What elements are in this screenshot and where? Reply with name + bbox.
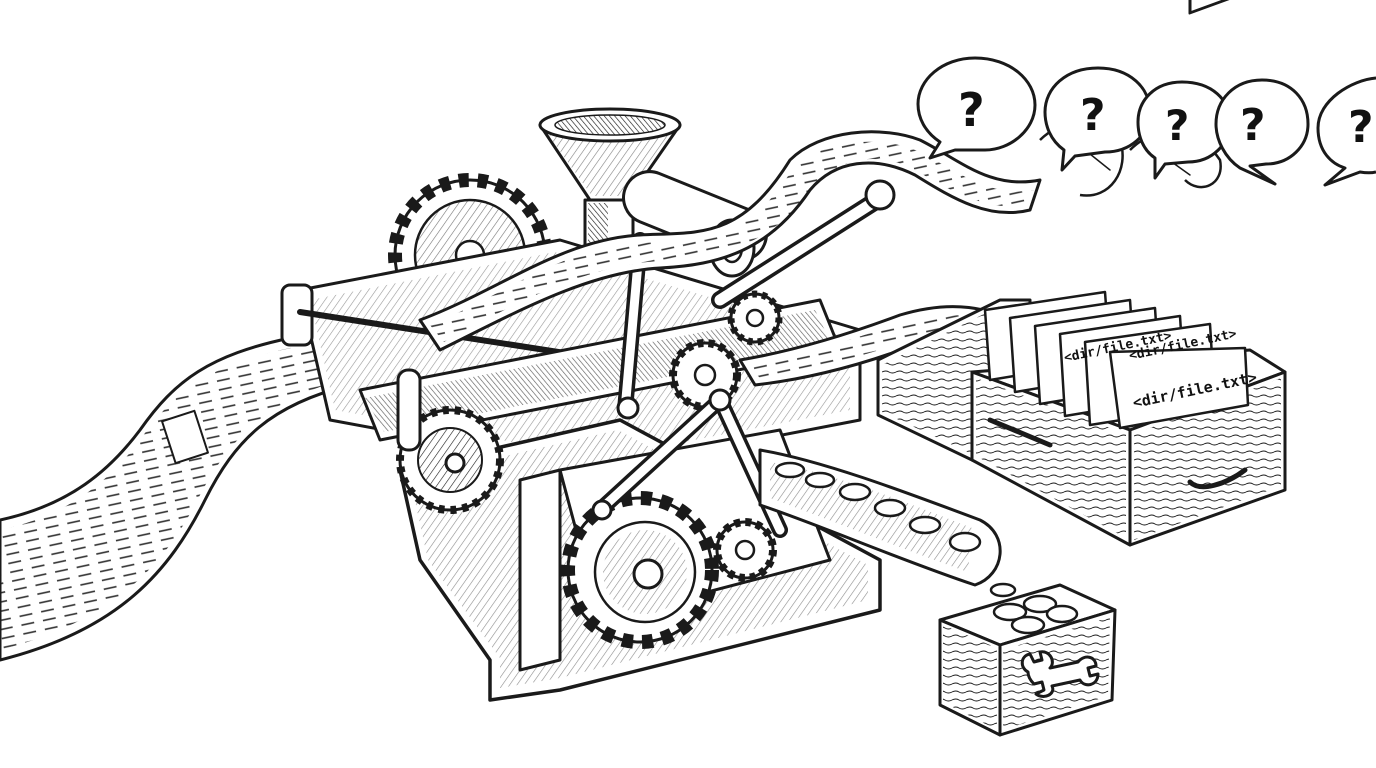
small-gears [669, 290, 783, 582]
wrench-icon [1020, 650, 1100, 698]
question-mark-2: ? [1080, 90, 1106, 141]
speech-bubble-4: ? [1214, 78, 1310, 186]
question-mark-4: ? [1240, 100, 1266, 151]
speech-bubble-1: ? [916, 56, 1037, 160]
question-mark-5: ? [1348, 102, 1374, 153]
funnel-hopper [538, 107, 682, 247]
speech-bubble-5: ? [1316, 76, 1376, 187]
question-mark-3: ? [1165, 101, 1189, 150]
lower-gear [561, 491, 719, 649]
drawer-handle-icon [1187, 467, 1248, 490]
speech-bubbles: ? ? ? ? ? [916, 56, 1376, 187]
question-mark-1: ? [958, 83, 985, 137]
output-chute [758, 448, 1002, 587]
file-drawer [876, 0, 1287, 547]
crank-wheel [396, 368, 504, 514]
speech-bubble-2: ? [1043, 66, 1152, 172]
